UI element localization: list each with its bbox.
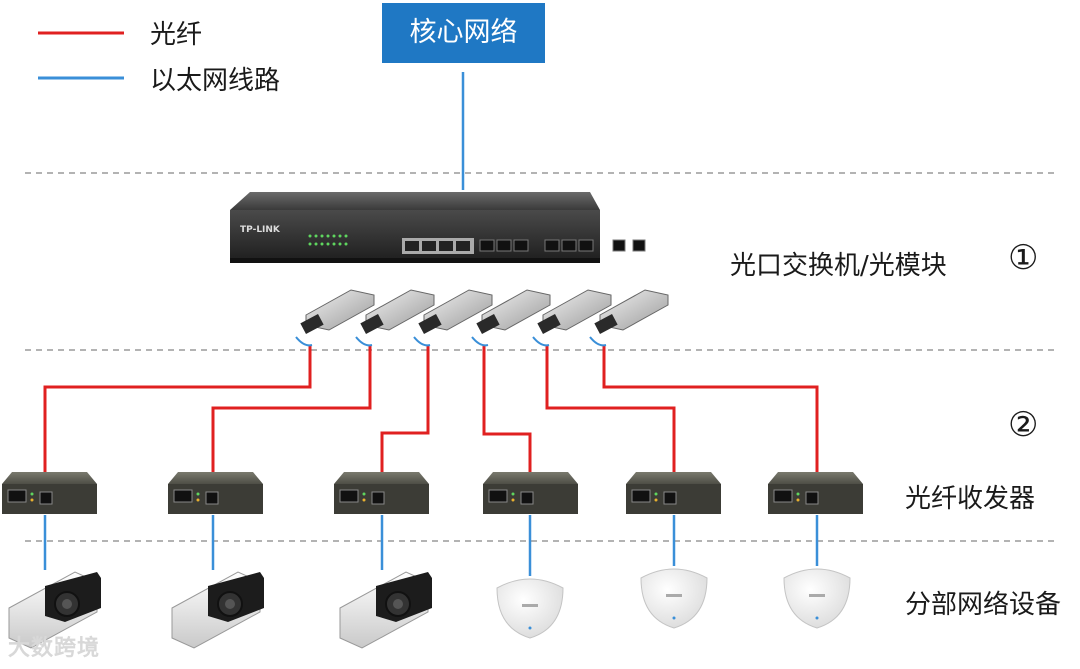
fiber-cable [602, 345, 819, 472]
core-network-box: 核心网络 [382, 3, 545, 63]
switch-brand-label: TP-LINK [240, 225, 281, 235]
access-point-icon [496, 578, 564, 639]
access-point-icon [640, 568, 708, 629]
sfp-module [300, 289, 375, 334]
media-converter [168, 472, 263, 514]
tier-label-endpoints: 分部网络设备 [905, 590, 1062, 620]
camera-icon [171, 571, 264, 649]
tier-label-switch: 光口交换机/光模块 [730, 251, 947, 281]
fiber-cable [545, 345, 676, 472]
legend-ethernet-label: 以太网线路 [150, 66, 281, 96]
sfp-module [360, 289, 435, 334]
sfp-module [537, 289, 612, 334]
fiber-patch-lead [532, 336, 550, 347]
fiber-patch-lead [589, 336, 607, 347]
access-point-icon [783, 568, 851, 629]
optical-switch: TP-LINK [230, 192, 646, 263]
fiber-cable [211, 345, 372, 472]
sfp-module [476, 289, 551, 334]
fiber-patch-lead [413, 336, 431, 347]
fiber-cable [43, 345, 312, 472]
media-converter [626, 472, 721, 514]
legend-fiber-label: 光纤 [150, 20, 203, 50]
tier-label-converter: 光纤收发器 [905, 484, 1036, 514]
fiber-cable [380, 345, 430, 472]
fiber-cable [482, 345, 532, 472]
fiber-patch-lead [471, 336, 489, 347]
fiber-patch-lead [295, 336, 313, 347]
camera-icon [339, 571, 432, 649]
media-converter [768, 472, 863, 514]
media-converter [334, 472, 429, 514]
media-converter [483, 472, 578, 514]
sfp-module [594, 289, 669, 334]
fiber-patch-lead [355, 336, 373, 347]
tier-marker-2: ② [1008, 405, 1039, 445]
tier-marker-1: ① [1008, 238, 1039, 278]
camera-icon [8, 571, 101, 649]
media-converter [2, 472, 97, 514]
watermark: 大数跨境 [8, 636, 101, 661]
sfp-module [418, 289, 493, 334]
